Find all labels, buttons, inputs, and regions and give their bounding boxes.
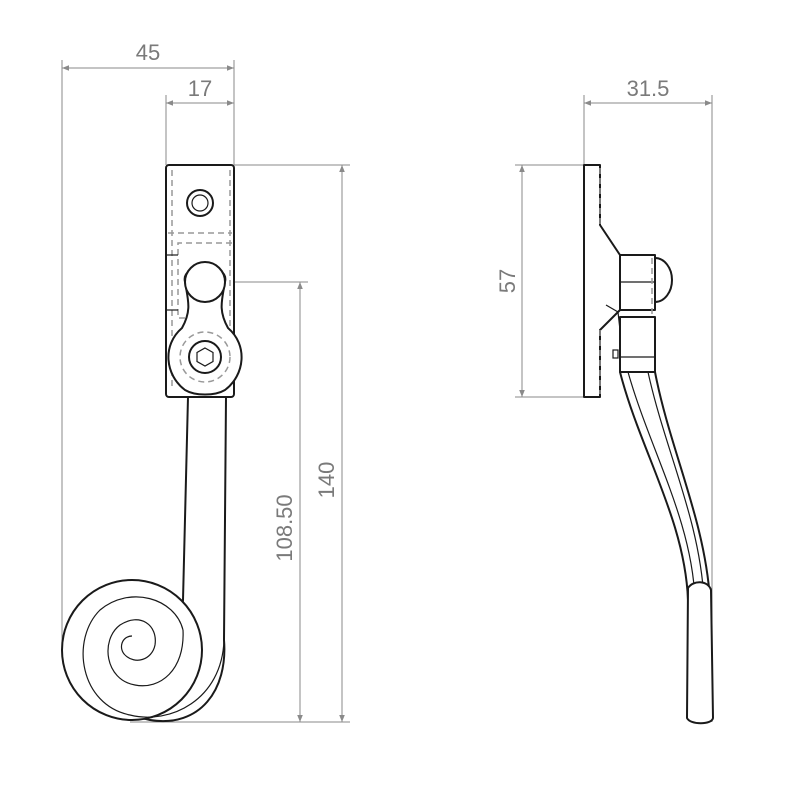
lower-block — [619, 316, 656, 373]
dome-cap — [654, 257, 673, 303]
screw-hole-inner — [191, 194, 209, 212]
spiral-inner — [107, 619, 184, 687]
dim-label-57: 57 — [495, 269, 520, 293]
handle-grip-side — [686, 581, 714, 725]
spiral-outer — [61, 579, 203, 721]
hex-socket-icon — [196, 347, 214, 367]
dim-label-31-5: 31.5 — [627, 76, 670, 101]
dim-label-140: 140 — [314, 462, 339, 499]
side-dimensions: 31.5 57 — [495, 76, 713, 722]
front-dimensions: 45 17 140 108.50 — [61, 40, 350, 723]
dim-label-17: 17 — [188, 76, 212, 101]
screw-hole-outer — [186, 189, 214, 217]
spiral-curl — [82, 596, 225, 718]
side-view — [583, 164, 714, 725]
dim-label-108-50: 108.50 — [272, 494, 297, 561]
handle-arm-side — [619, 371, 711, 601]
hex-screw — [188, 340, 222, 374]
dim-label-45: 45 — [136, 40, 160, 65]
pivot-hole — [184, 261, 226, 303]
backplate-side — [583, 164, 621, 398]
front-view — [61, 164, 243, 723]
